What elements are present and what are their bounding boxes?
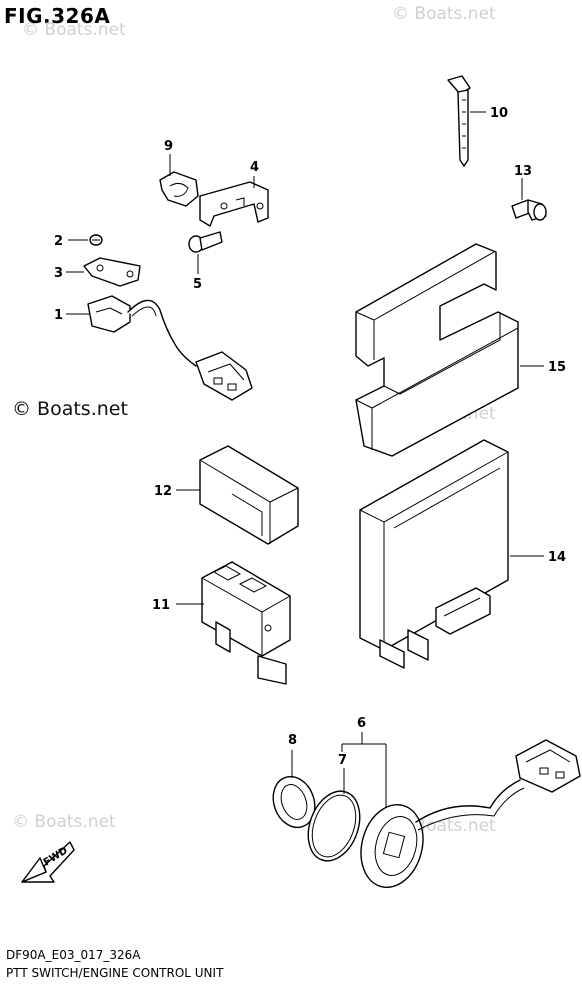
callout-14: 14 bbox=[548, 550, 566, 565]
plate-3-part[interactable] bbox=[83, 257, 141, 287]
callout-3: 3 bbox=[54, 266, 63, 281]
engine-control-unit-14-part[interactable] bbox=[359, 439, 509, 669]
callout-9: 9 bbox=[164, 139, 173, 154]
ecu-cover-15-part[interactable] bbox=[355, 243, 519, 457]
callout-5: 5 bbox=[193, 277, 202, 292]
callout-7: 7 bbox=[338, 753, 347, 768]
fwd-direction-arrow: FWD bbox=[21, 841, 75, 883]
figure-code: DF90A_E03_017_326A bbox=[6, 948, 141, 962]
figure-title: FIG.326A bbox=[4, 4, 111, 28]
callout-6: 6 bbox=[357, 716, 366, 731]
figure-caption: PTT SWITCH/ENGINE CONTROL UNIT bbox=[6, 966, 224, 980]
watermark-lower-left: © Boats.net bbox=[12, 812, 116, 832]
screw-2-part[interactable] bbox=[89, 234, 103, 246]
watermark-middle-left: © Boats.net bbox=[12, 398, 128, 420]
bracket-4-part[interactable] bbox=[199, 181, 269, 227]
cover-12-part[interactable] bbox=[199, 445, 299, 545]
o-ring-7-part[interactable] bbox=[299, 784, 369, 868]
ptt-sensor-1-part[interactable] bbox=[87, 295, 253, 401]
callout-2: 2 bbox=[54, 234, 63, 249]
watermark-top-right: © Boats.net bbox=[392, 4, 496, 24]
watermark-top-left: © Boats.net bbox=[22, 20, 126, 40]
cable-tie-part[interactable] bbox=[447, 75, 471, 167]
bolt-5-part[interactable] bbox=[188, 231, 223, 253]
switch-6-part[interactable] bbox=[352, 739, 581, 894]
callout-4: 4 bbox=[250, 160, 259, 175]
callout-12: 12 bbox=[154, 484, 172, 499]
callout-11: 11 bbox=[152, 598, 170, 613]
clamp-9-part[interactable] bbox=[159, 171, 199, 207]
callout-13: 13 bbox=[514, 164, 532, 179]
bolt-13-part[interactable] bbox=[511, 199, 547, 221]
callout-1: 1 bbox=[54, 308, 63, 323]
callout-15: 15 bbox=[548, 360, 566, 375]
callout-10: 10 bbox=[490, 106, 508, 121]
grommet-8-part[interactable] bbox=[266, 771, 321, 834]
module-11-part[interactable] bbox=[201, 561, 291, 685]
callout-8: 8 bbox=[288, 733, 297, 748]
